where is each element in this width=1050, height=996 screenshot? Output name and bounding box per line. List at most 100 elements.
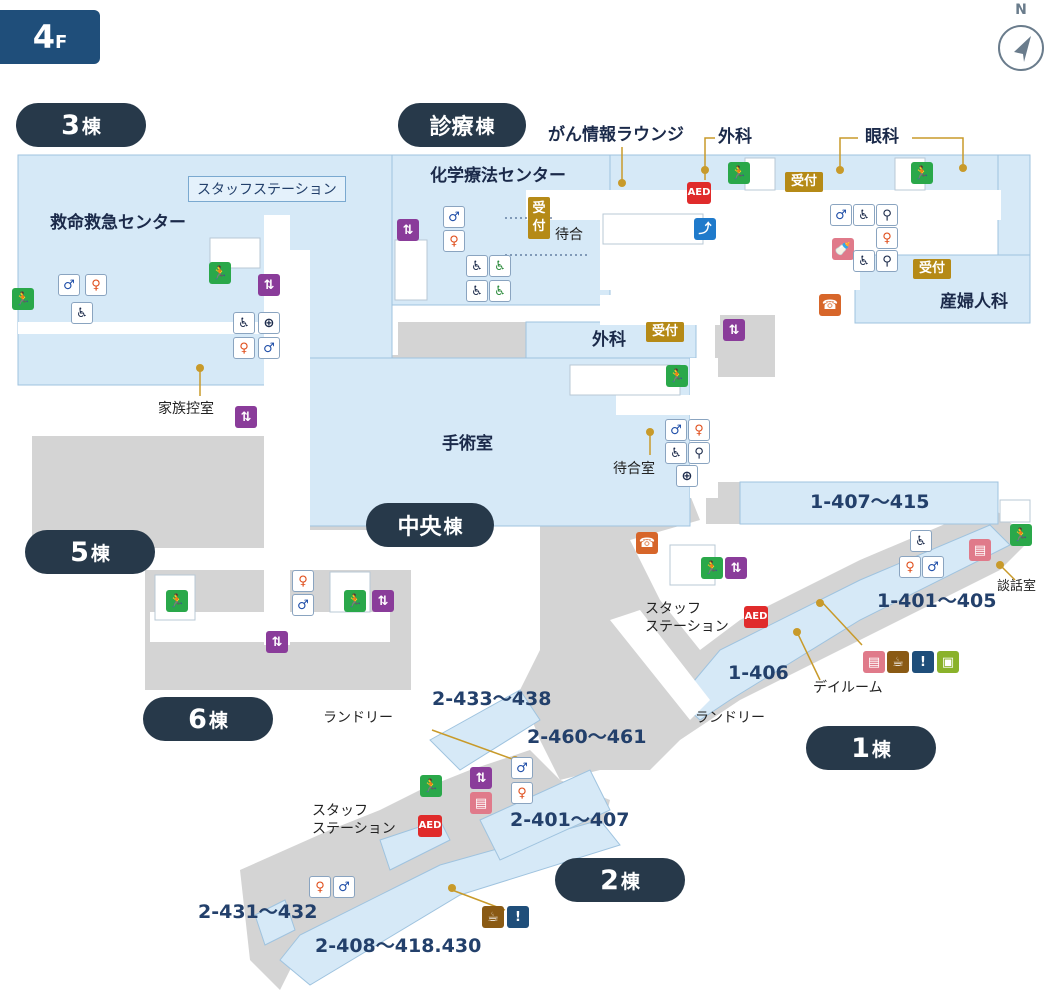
mens-restroom-icon: ♂ [922,556,944,578]
womens-restroom-icon: ♀ [292,570,314,592]
womens-restroom-icon: ♀ [233,337,255,359]
mens-restroom-icon: ♂ [830,204,852,226]
label-consult-room: 談話室 [997,579,1037,594]
reception-badge-obgyn: 受付 [913,259,952,279]
mens-restroom-icon: ♂ [258,337,280,359]
ostomate-icon: ⊕ [676,465,698,487]
leader-dots [196,164,1004,892]
room-2-460: 2-460～461 [527,726,647,748]
label-laundry-2: ランドリー [695,710,765,726]
vending-icon: ▤ [969,539,991,561]
emergency-exit-icon: 🏃 [666,365,688,387]
womens-restroom-icon: ♀ [688,419,710,441]
label-obgyn: 産婦人科 [940,292,1008,312]
room-2-top [429,689,541,771]
room-2-strip [279,819,621,986]
accessible-restroom-icon: ♿ [853,204,875,226]
label-laundry-1: ランドリー [323,710,393,726]
room-2-corner [254,899,296,946]
womens-restroom-icon: ♀ [511,782,533,804]
reception-badge-chemo: 受付 [528,197,550,239]
floor-number: 4 [32,18,55,56]
label-waiting-room: 待合室 [613,461,655,477]
label-cancer-lounge: がん情報ラウンジ [548,125,684,145]
accessible-restroom-icon: ♿ [233,312,255,334]
accessible-restroom-icon: ♿ [665,442,687,464]
mens-restroom-icon: ♂ [333,876,355,898]
emergency-exit-icon: 🏃 [1010,524,1032,546]
baby-seat-icon: ⚲ [876,204,898,226]
accessible-restroom-icon: ♿ [489,255,511,277]
emergency-exit-icon: 🏃 [420,775,442,797]
accessible-restroom-icon: ♿ [466,280,488,302]
pill-building-chuo: 中央棟 [366,503,494,547]
label-staff-station-1: スタッフ ステーション [645,601,729,635]
vending-icon: ▤ [863,651,885,673]
floor-badge: 4 F [0,10,100,64]
accessible-restroom-icon: ♿ [853,250,875,272]
pill-building-shinryo: 診療棟 [398,103,526,147]
label-staff-station-box: スタッフステーション [188,176,346,202]
telephone-icon: ☎ [819,294,841,316]
womens-restroom-icon: ♀ [899,556,921,578]
elevator-icon: ⇅ [372,590,394,612]
telephone-icon: ☎ [636,532,658,554]
compass-label: N [1015,2,1027,18]
escalator-icon: ⤴ [694,218,716,240]
label-staff-station-2: スタッフ ステーション [312,803,396,837]
mens-restroom-icon: ♂ [292,594,314,616]
emergency-exit-icon: 🏃 [701,557,723,579]
room-2-431: 2-431～432 [198,901,318,923]
emergency-exit-icon: 🏃 [344,590,366,612]
info-icon: ! [912,651,934,673]
womens-restroom-icon: ♀ [85,274,107,296]
mens-restroom-icon: ♂ [665,419,687,441]
elevator-icon: ⇅ [397,219,419,241]
emergency-exit-icon: 🏃 [12,288,34,310]
info-icon: ! [507,906,529,928]
womens-restroom-icon: ♀ [443,230,465,252]
rooms [17,154,1031,986]
fax-icon: ▣ [937,651,959,673]
baby-seat-icon: ⚲ [688,442,710,464]
label-ophthalmology: 眼科 [865,127,899,147]
mens-restroom-icon: ♂ [511,757,533,779]
room-1-407: 1-407～415 [810,491,930,513]
mens-restroom-icon: ♂ [443,206,465,228]
accessible-restroom-icon: ♿ [71,302,93,324]
label-family-waiting: 家族控室 [158,401,214,417]
room-2-408: 2-408～418.430 [315,935,482,957]
corridors [18,190,1001,720]
emergency-exit-icon: 🏃 [166,590,188,612]
compass-icon: N [998,2,1044,71]
reception-badge-surgery: 受付 [646,322,685,342]
aed-icon-top: AED [687,182,711,204]
accessible-restroom-icon: ♿ [910,530,932,552]
cafe-icon: ☕ [482,906,504,928]
label-surgery-top: 外科 [718,127,752,147]
room-2-mid [479,769,611,861]
ostomate-icon: ⊕ [258,312,280,334]
elevator-icon: ⇅ [266,631,288,653]
room-1-407 [739,481,999,525]
room-1-406: 1-406 [728,662,789,684]
womens-restroom-icon: ♀ [876,227,898,249]
elevator-icon: ⇅ [470,767,492,789]
room-1-401: 1-401～405 [877,590,997,612]
aed-icon-1: AED [744,606,768,628]
label-day-room: デイルーム [813,680,883,696]
label-surgery-mid: 外科 [592,330,626,350]
emergency-exit-icon: 🏃 [209,262,231,284]
room-2-433: 2-433～438 [432,688,552,710]
accessible-restroom-icon: ♿ [489,280,511,302]
baby-seat-icon: ⚲ [876,250,898,272]
label-operating-room: 手術室 [442,434,493,454]
elevator-icon: ⇅ [235,406,257,428]
elevator-icon: ⇅ [723,319,745,341]
aed-icon-2: AED [418,815,442,837]
label-chemo-center: 化学療法センター [430,166,566,186]
